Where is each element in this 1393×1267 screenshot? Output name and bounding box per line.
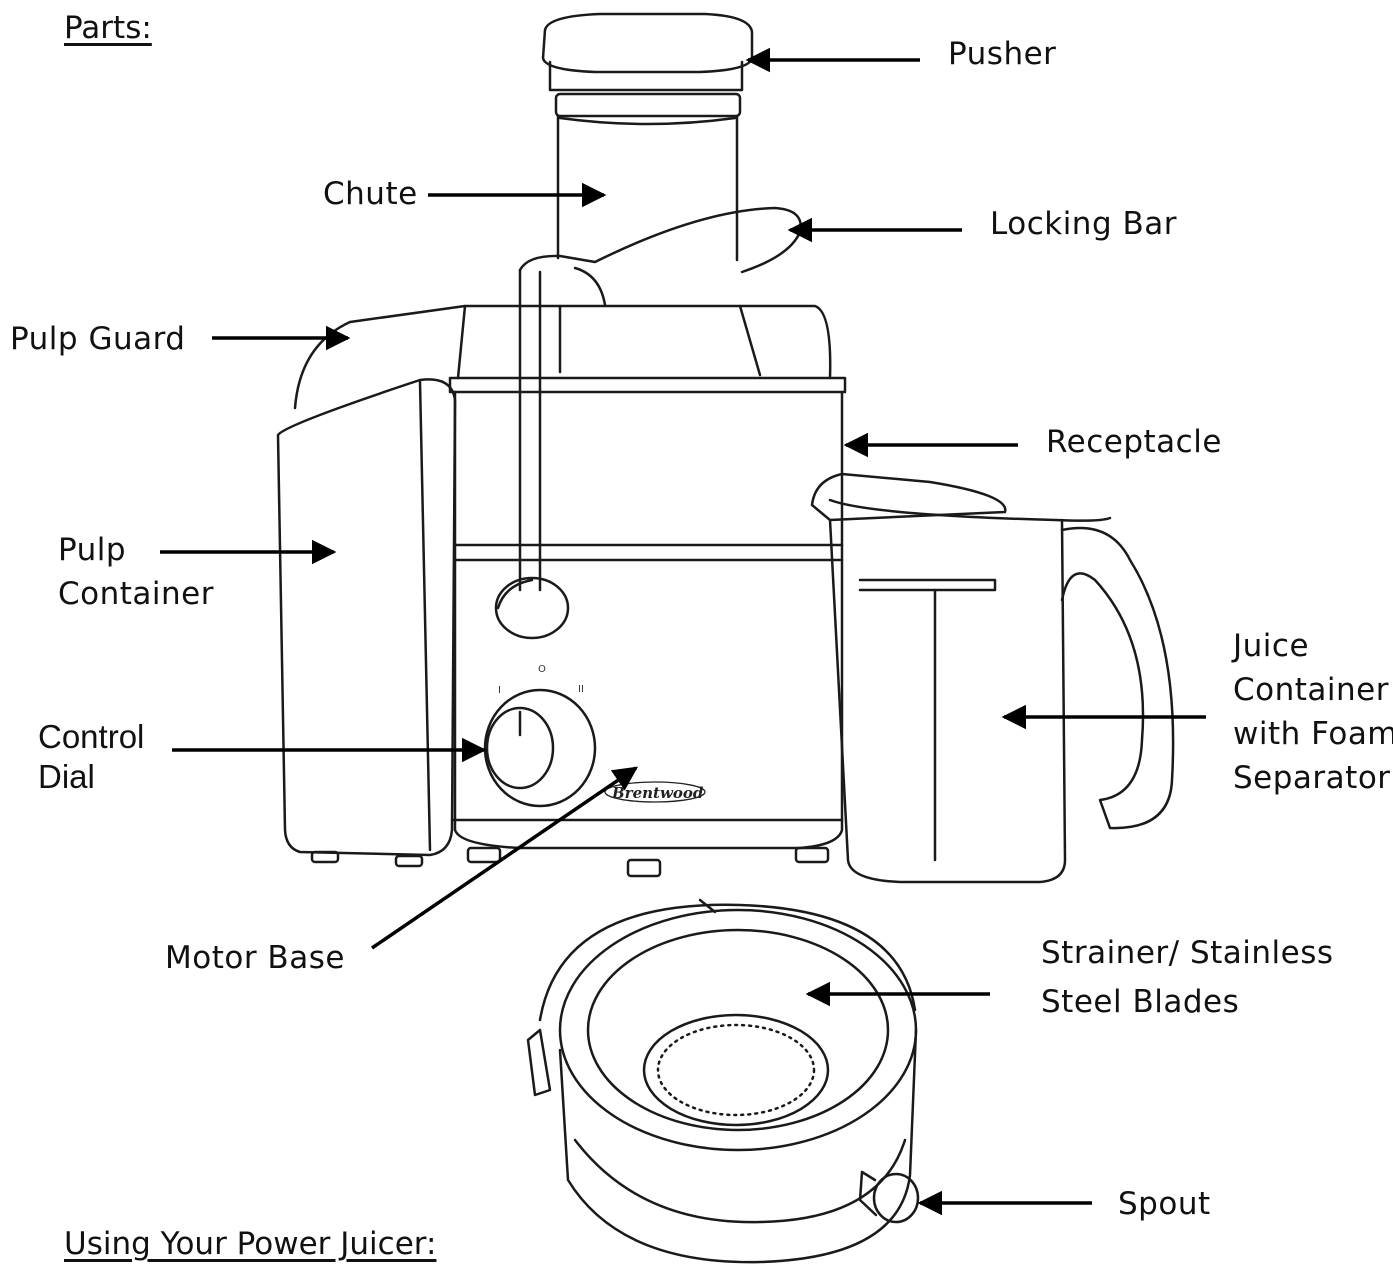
label-pusher: Pusher (948, 36, 1057, 72)
using-heading: Using Your Power Juicer: (64, 1226, 437, 1262)
label-control-dial-line2: Dial (38, 758, 95, 795)
control-dial-part (485, 690, 595, 806)
label-juice-container-line4: Separator (1233, 760, 1391, 796)
body-part (452, 392, 842, 848)
label-motor-base: Motor Base (165, 940, 345, 976)
label-strainer-line1: Strainer/ Stainless (1041, 935, 1334, 971)
label-spout: Spout (1118, 1186, 1211, 1222)
cover-part (295, 306, 845, 408)
label-juice-container-line3: with Foam (1233, 716, 1393, 752)
chute-part (558, 116, 737, 260)
pulp-container-part (278, 379, 455, 866)
dial-mark-1: I (498, 685, 501, 696)
label-pulp-container-line1: Pulp (58, 532, 127, 568)
label-receptacle: Receptacle (1046, 424, 1222, 460)
feet-part (468, 848, 828, 876)
label-juice-container-line2: Container (1233, 672, 1389, 708)
juice-container-part (812, 474, 1173, 882)
label-chute: Chute (323, 176, 418, 212)
locking-bar-part (496, 208, 801, 638)
strainer-part (528, 900, 918, 1262)
label-pulp-guard: Pulp Guard (10, 321, 186, 357)
dial-mark-0: O (538, 664, 546, 675)
label-control-dial-line1: Control (38, 718, 145, 755)
pusher-part (543, 14, 752, 116)
label-strainer-line2: Steel Blades (1041, 984, 1240, 1020)
motor-base-arrow (372, 768, 639, 948)
label-locking-bar: Locking Bar (990, 206, 1177, 242)
label-juice-container-line1: Juice (1233, 628, 1310, 664)
parts-heading: Parts: (64, 10, 152, 46)
dial-mark-2: II (578, 684, 584, 695)
label-pulp-container-line2: Container (58, 576, 214, 612)
